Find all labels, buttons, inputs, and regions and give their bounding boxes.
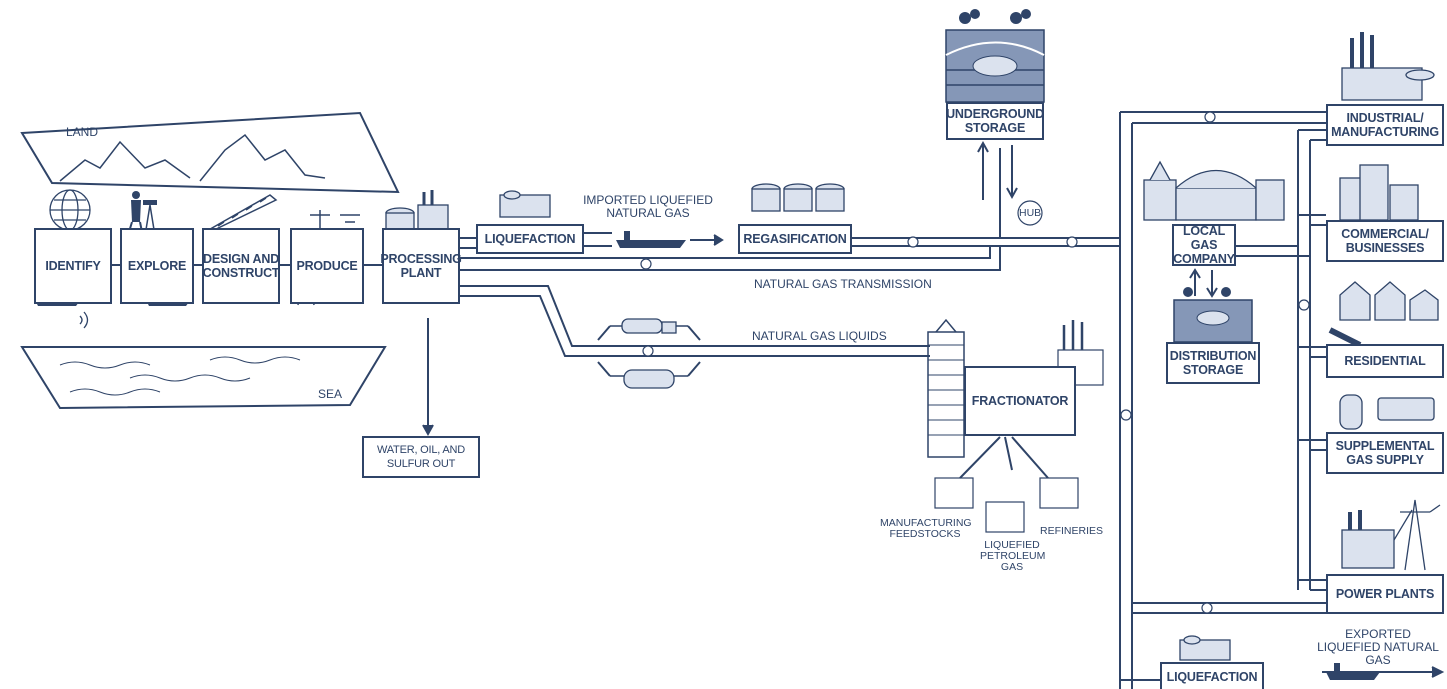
- supplemental-label: SUPPLEMENTAL GAS SUPPLY: [1335, 439, 1435, 467]
- produce-label: PRODUCE: [296, 259, 358, 273]
- liquefaction-label: LIQUEFACTION: [484, 232, 576, 246]
- liquefaction-export-label: LIQUEFACTION: [1166, 669, 1258, 684]
- ngl-label: NATURAL GAS LIQUIDS: [752, 329, 887, 343]
- underground-storage-icon: [945, 9, 1045, 103]
- explore-box[interactable]: EXPLORE: [120, 228, 194, 304]
- underground-storage-box[interactable]: UNDERGROUND STORAGE: [946, 102, 1044, 140]
- hub-label: HUB: [1019, 207, 1042, 219]
- exported-lng-label: EXPORTED LIQUEFIED NATURAL GAS: [1317, 627, 1439, 667]
- land-panel: [20, 111, 400, 194]
- distribution-storage-box[interactable]: DISTRIBUTION STORAGE: [1166, 342, 1260, 384]
- produce-box[interactable]: PRODUCE: [290, 228, 364, 304]
- industrial-label: INDUSTRIAL/ MANUFACTURING: [1331, 111, 1439, 139]
- water-out-box: WATER, OIL, AND SULFUR OUT: [362, 436, 480, 478]
- regasification-box[interactable]: REGASIFICATION: [738, 224, 852, 254]
- plant-icon: [385, 190, 449, 230]
- rail-tank-icon: [623, 369, 675, 389]
- power-plant-icon: [1341, 499, 1441, 571]
- land-label: LAND: [66, 125, 99, 139]
- underground-storage-label: UNDERGROUND STORAGE: [946, 107, 1044, 135]
- lpg-label: LIQUEFIED PETROLEUM GAS: [980, 539, 1046, 573]
- houses-icon: [1328, 281, 1439, 348]
- sea-panel: [20, 346, 387, 410]
- office-buildings-icon: [1339, 164, 1419, 221]
- hub-circle: [1017, 200, 1043, 226]
- power-plants-box[interactable]: POWER PLANTS: [1326, 574, 1444, 614]
- residential-label: RESIDENTIAL: [1344, 354, 1426, 368]
- industrial-box[interactable]: INDUSTRIAL/ MANUFACTURING: [1326, 104, 1444, 146]
- liquefaction-export-box[interactable]: LIQUEFACTION: [1160, 662, 1264, 689]
- town-hall-icon: [1143, 160, 1285, 221]
- imported-lng-label: IMPORTED LIQUEFIED NATURAL GAS: [583, 193, 713, 220]
- manufacturing-feedstocks-label: MANUFACTURING FEEDSTOCKS: [880, 517, 972, 540]
- commercial-box[interactable]: COMMERCIAL/ BUSINESSES: [1326, 220, 1444, 262]
- design-box[interactable]: DESIGN AND CONSTRUCT: [202, 228, 280, 304]
- fractionator-tower: [927, 331, 965, 458]
- processing-plant-box[interactable]: PROCESSING PLANT: [380, 228, 462, 304]
- supplemental-box[interactable]: SUPPLEMENTAL GAS SUPPLY: [1326, 432, 1444, 474]
- distribution-storage-icon: [1173, 287, 1253, 343]
- mountains-right: [199, 133, 326, 182]
- transmission-label: NATURAL GAS TRANSMISSION: [754, 277, 932, 291]
- distribution-storage-label: DISTRIBUTION STORAGE: [1169, 349, 1257, 377]
- identify-box[interactable]: IDENTIFY: [34, 228, 112, 304]
- liquefaction-box[interactable]: LIQUEFACTION: [476, 224, 584, 254]
- explore-label: EXPLORE: [127, 259, 187, 273]
- tanker-truck-icon: [621, 318, 663, 334]
- bus-icon: [1339, 394, 1435, 430]
- local-gas-company-box[interactable]: LOCAL GAS COMPANY: [1172, 224, 1236, 266]
- local-gas-company-label: LOCAL GAS COMPANY: [1173, 224, 1235, 266]
- commercial-label: COMMERCIAL/ BUSINESSES: [1341, 227, 1429, 255]
- refineries-label: REFINERIES: [1040, 525, 1104, 537]
- factory-icon: [1341, 32, 1435, 101]
- sea-label: SEA: [318, 387, 343, 401]
- regas-tanks-icon: [751, 183, 845, 212]
- fractionator-box[interactable]: FRACTIONATOR: [964, 366, 1076, 436]
- mountains-left: [59, 140, 191, 182]
- regasification-label: REGASIFICATION: [743, 232, 847, 246]
- processing-plant-label: PROCESSING PLANT: [380, 252, 462, 280]
- water-out-label: WATER, OIL, AND SULFUR OUT: [376, 444, 466, 470]
- residential-box[interactable]: RESIDENTIAL: [1326, 344, 1444, 378]
- power-plants-label: POWER PLANTS: [1335, 587, 1435, 601]
- identify-label: IDENTIFY: [45, 259, 101, 273]
- fractionator-label: FRACTIONATOR: [971, 394, 1069, 408]
- crane-icon: [204, 194, 278, 233]
- design-label: DESIGN AND CONSTRUCT: [202, 252, 280, 280]
